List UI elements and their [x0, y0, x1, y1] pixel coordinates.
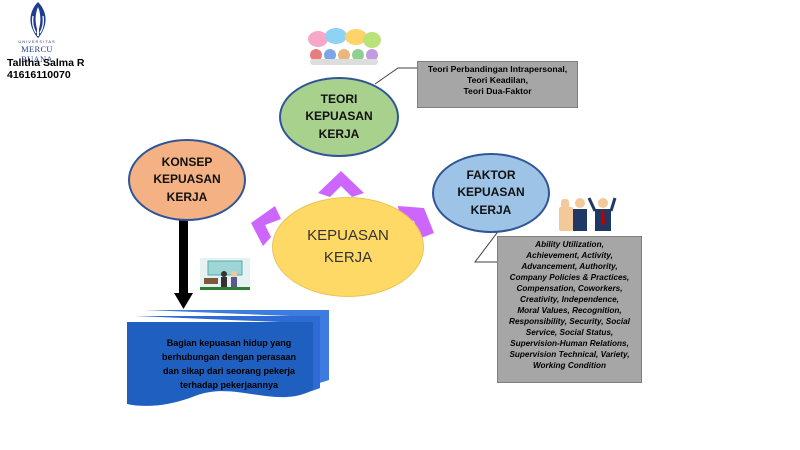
teori-list-box: Teori Perbandingan Intrapersonal, Teori …: [417, 61, 578, 108]
definition-document-shape: [127, 310, 329, 406]
chevron-up: [318, 171, 364, 197]
logo-university-text: UNIVERSITAS: [18, 39, 56, 44]
logo-brand-text: MERCU BUANA: [21, 44, 53, 64]
speech-bubbles-icon: [308, 28, 381, 65]
office-meeting-icon: [200, 258, 250, 290]
faktor-kepuasan-node: FAKTOR KEPUASAN KERJA: [432, 153, 550, 233]
down-arrow-head: [174, 293, 193, 309]
kepuasan-kerja-center-node: KEPUASAN KERJA: [272, 197, 424, 297]
faktor-list-text: Ability Utilization, Achievement, Activi…: [509, 240, 630, 370]
definition-text: Bagian kepuasan hidup yang berhubungan d…: [161, 338, 297, 390]
chevron-left: [251, 206, 281, 246]
faktor-list-box: Ability Utilization, Achievement, Activi…: [497, 236, 642, 383]
author-name: Talitha Salma R: [7, 57, 85, 69]
teori-callout-line: [374, 67, 418, 85]
teori-list-text: Teori Perbandingan Intrapersonal, Teori …: [427, 64, 568, 97]
business-people-icon: [559, 197, 617, 231]
konsep-node-label: KONSEP KEPUASAN KERJA: [153, 154, 221, 204]
center-node-label: KEPUASAN KERJA: [307, 227, 389, 266]
down-arrow-shaft: [179, 214, 188, 294]
teori-node-label: TEORI KEPUASAN KERJA: [305, 91, 373, 141]
university-logo: UNIVERSITAS MERCU BUANA: [6, 2, 68, 64]
chevron-right: [398, 206, 434, 238]
author-id: 41616110070: [7, 69, 71, 81]
flame-logo-icon: [30, 2, 46, 38]
doc-front-sheet: [127, 322, 313, 406]
faktor-node-label: FAKTOR KEPUASAN KERJA: [457, 167, 525, 217]
konsep-kepuasan-node: KONSEP KEPUASAN KERJA: [128, 139, 246, 221]
teori-kepuasan-node: TEORI KEPUASAN KERJA: [279, 77, 399, 157]
